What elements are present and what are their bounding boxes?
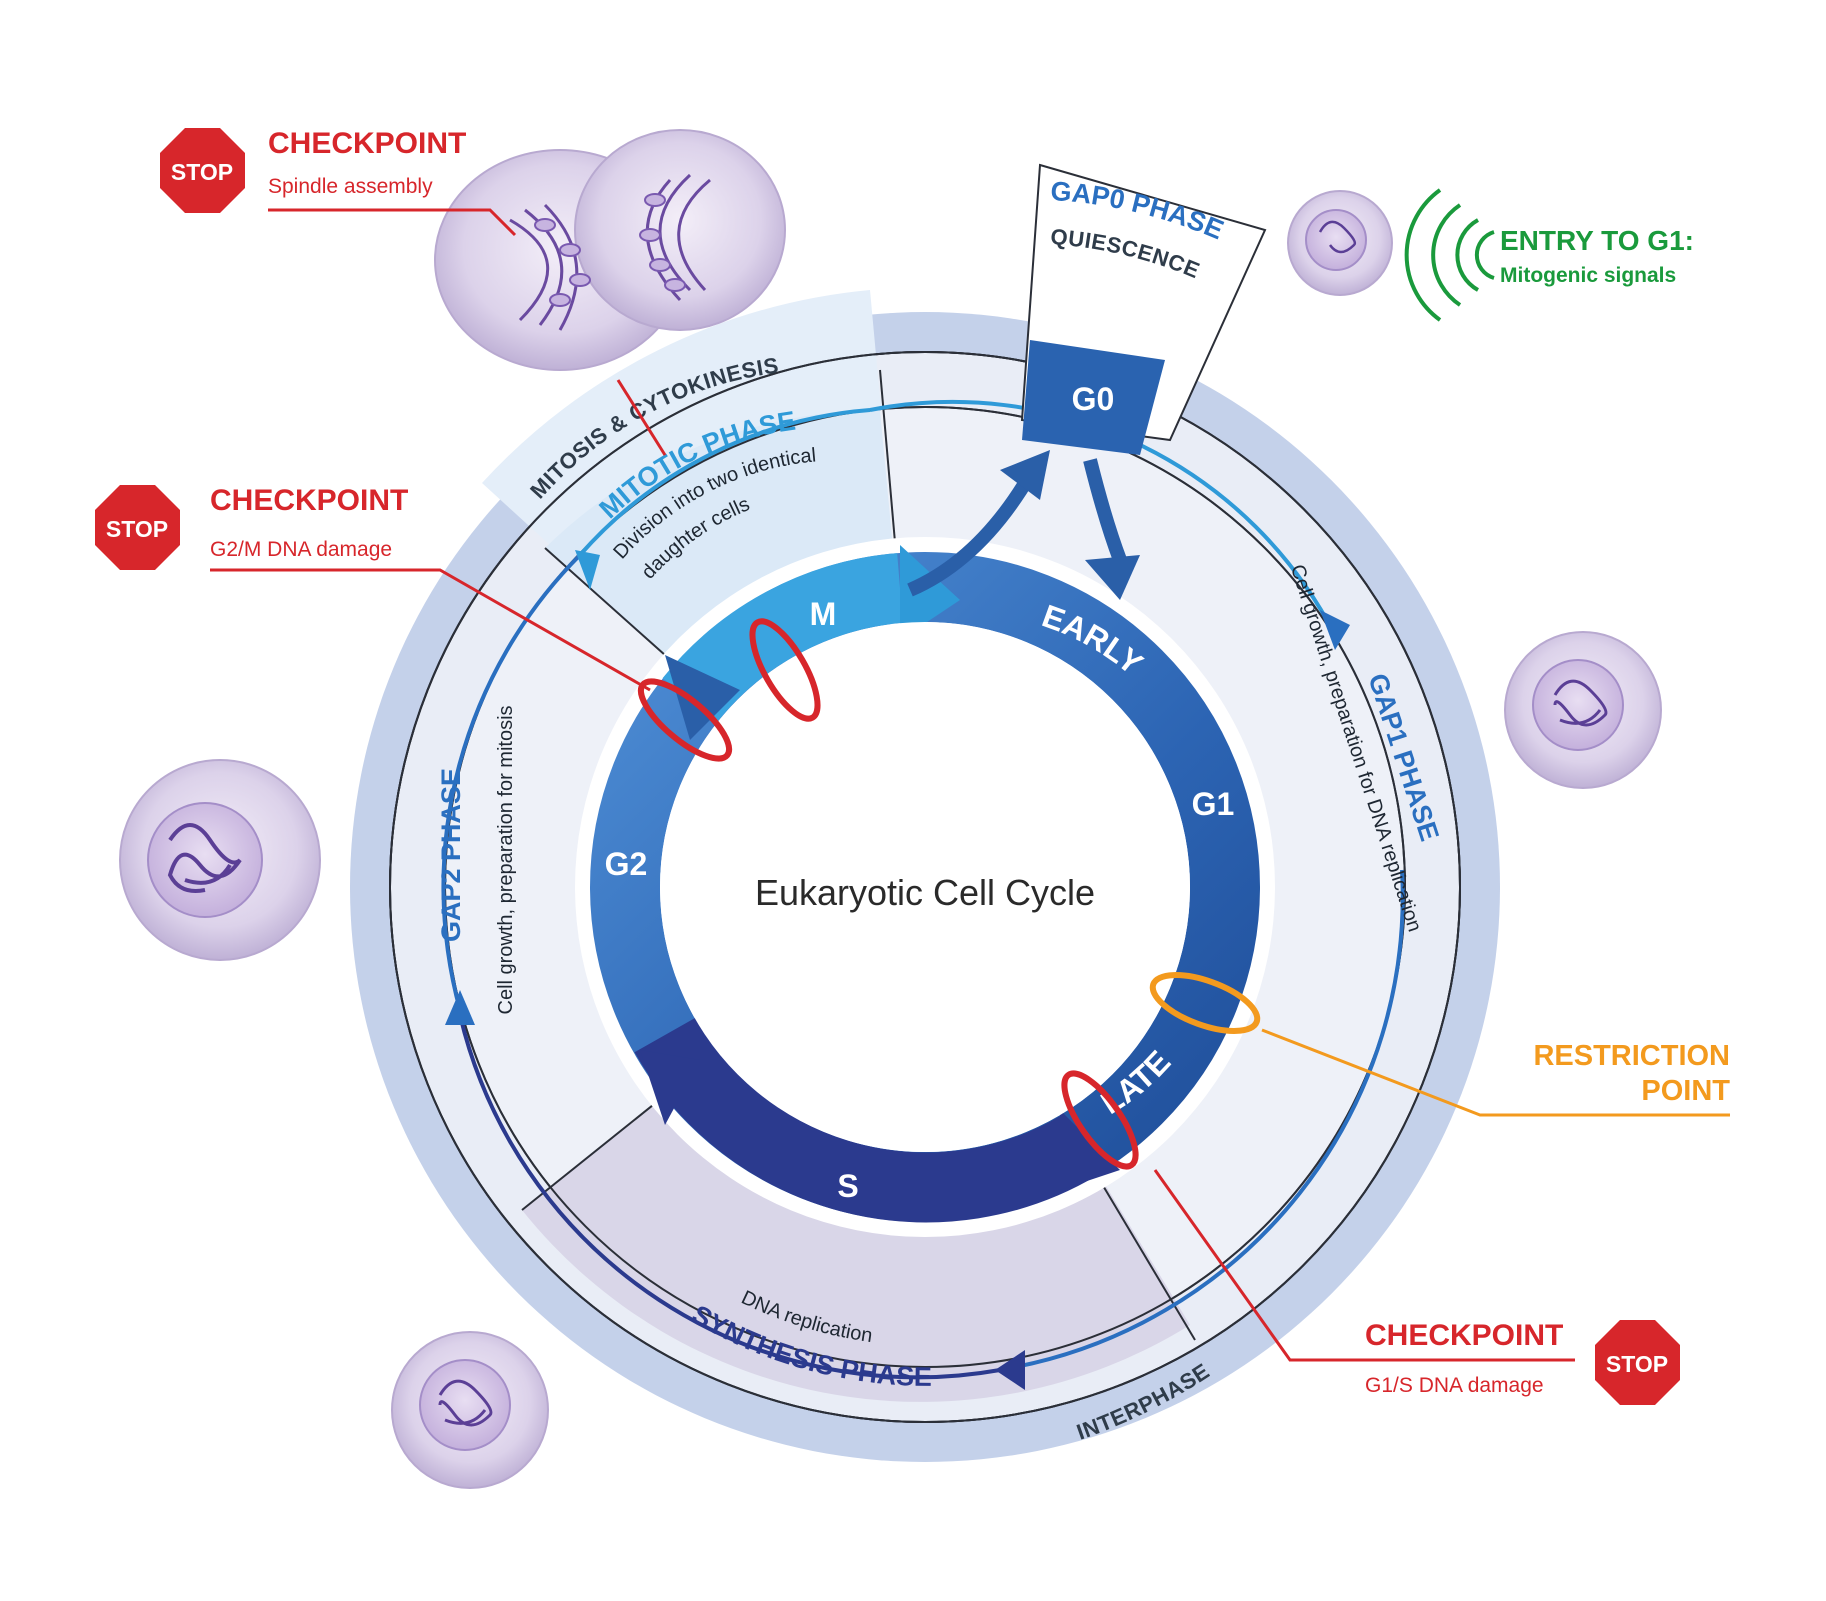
restriction-point-line1: RESTRICTION <box>1533 1040 1730 1072</box>
ring-label-m: M <box>810 596 837 632</box>
entry-g1-desc: Mitogenic signals <box>1500 264 1676 287</box>
stop-sign-icon <box>160 128 245 213</box>
stop-label: STOP <box>1606 1351 1668 1377</box>
cell-image-top-right <box>1287 190 1393 296</box>
stop-sign-icon <box>95 485 180 570</box>
gap2-phase-desc: Cell growth, preparation for mitosis <box>495 705 517 1014</box>
ring-label-g1: G1 <box>1192 786 1235 822</box>
g0-block <box>1022 340 1165 455</box>
restriction-point-line2: POINT <box>1641 1075 1730 1107</box>
signal-waves-icon <box>1404 188 1495 322</box>
checkpoint-g1s-desc: G1/S DNA damage <box>1365 1374 1544 1397</box>
stop-label: STOP <box>171 159 233 185</box>
stop-label: STOP <box>106 516 168 542</box>
stop-sign-icon <box>1595 1320 1680 1405</box>
cell-image-left <box>119 759 321 961</box>
entry-g1-title: ENTRY TO G1: <box>1500 225 1694 256</box>
cell-image-right <box>1504 631 1662 789</box>
checkpoint-g1s-title: CHECKPOINT <box>1365 1319 1563 1352</box>
center-title: Eukaryotic Cell Cycle <box>755 872 1095 913</box>
ring-label-s: S <box>837 1168 858 1204</box>
s-segment <box>634 1017 1098 1223</box>
checkpoint-g2m-title: CHECKPOINT <box>210 484 408 517</box>
checkpoint-spindle-desc: Spindle assembly <box>268 175 433 198</box>
checkpoint-g2m-desc: G2/M DNA damage <box>210 538 392 561</box>
cell-image-bottom-left <box>391 1331 549 1489</box>
checkpoint-spindle-title: CHECKPOINT <box>268 127 466 160</box>
gap2-phase-title: GAP2 PHASE <box>436 768 466 942</box>
g0-label: G0 <box>1072 381 1115 417</box>
dividing-cell-image <box>434 129 786 371</box>
ring-label-g2: G2 <box>605 846 648 882</box>
